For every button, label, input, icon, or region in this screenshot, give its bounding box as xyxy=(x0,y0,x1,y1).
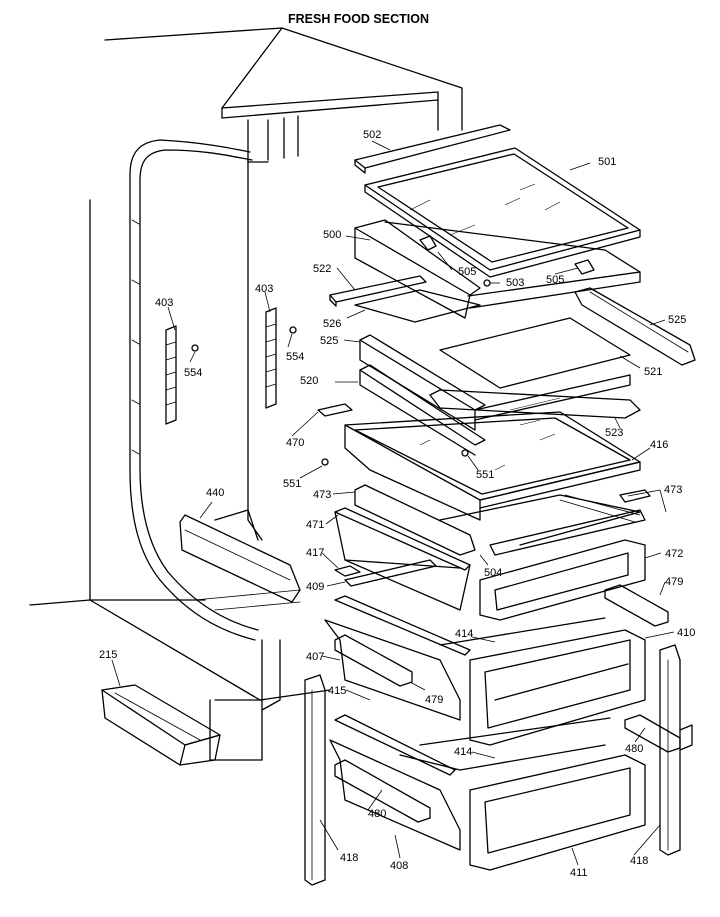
glass-shelf-416 xyxy=(344,411,641,521)
shelf-rail-502 xyxy=(354,124,511,174)
label-408: 408 xyxy=(390,860,408,872)
label-418a: 418 xyxy=(340,852,358,864)
label-480b: 480 xyxy=(625,743,643,755)
label-411: 411 xyxy=(570,867,588,879)
label-215: 215 xyxy=(99,649,117,661)
label-417: 417 xyxy=(306,547,324,559)
shelf-ladder-403-right xyxy=(265,307,277,409)
label-410: 410 xyxy=(677,627,695,639)
screw-554-left xyxy=(191,344,199,352)
label-414b: 414 xyxy=(454,746,472,758)
label-526: 526 xyxy=(323,318,341,330)
shelf-ladder-403-left xyxy=(165,325,177,425)
screw-551-right xyxy=(461,449,469,457)
label-415: 415 xyxy=(328,685,346,697)
part-labels: 502 501 500 505 503 505 522 525 526 525 … xyxy=(99,129,695,879)
bracket-470 xyxy=(317,403,353,417)
screw-551-left xyxy=(321,458,329,466)
label-473a: 473 xyxy=(313,489,331,501)
label-554a: 554 xyxy=(184,367,202,379)
slide-rail-479-right xyxy=(604,584,669,627)
label-480a: 480 xyxy=(368,808,386,820)
label-520: 520 xyxy=(300,375,318,387)
label-522: 522 xyxy=(313,263,331,275)
drawer-front-472 xyxy=(479,539,646,621)
label-500: 500 xyxy=(323,229,341,241)
label-503: 503 xyxy=(506,277,524,289)
label-403a: 403 xyxy=(155,297,173,309)
refrigerator-cabinet xyxy=(29,27,463,761)
storage-bin-215 xyxy=(101,684,221,766)
slide-rail-479-left xyxy=(334,634,413,687)
label-403b: 403 xyxy=(255,283,273,295)
label-407: 407 xyxy=(306,651,324,663)
side-support-418-left xyxy=(304,674,326,886)
label-525b: 525 xyxy=(320,335,338,347)
shelf-rail-522 xyxy=(329,275,427,307)
shelf-rail-525-right xyxy=(574,287,696,366)
crisper-cover-frame xyxy=(354,484,651,556)
label-521: 521 xyxy=(644,366,662,378)
label-504: 504 xyxy=(484,567,502,579)
drawer-411 xyxy=(329,714,646,871)
label-414a: 414 xyxy=(455,628,473,640)
screw-554-right xyxy=(289,326,297,334)
deflector-440 xyxy=(179,509,301,603)
label-505a: 505 xyxy=(458,266,476,278)
label-473b: 473 xyxy=(664,484,682,496)
rail-417 xyxy=(334,565,361,577)
label-479b: 479 xyxy=(425,694,443,706)
diagram-title: FRESH FOOD SECTION xyxy=(288,12,429,26)
slide-rail-480-left xyxy=(334,759,431,823)
label-505b: 505 xyxy=(546,274,564,286)
label-551a: 551 xyxy=(283,478,301,490)
shelf-frame-500 xyxy=(354,219,641,319)
drawer-410 xyxy=(324,595,646,746)
shelf-frame-520 xyxy=(359,317,641,456)
label-551b: 551 xyxy=(476,469,494,481)
label-416: 416 xyxy=(650,439,668,451)
label-471: 471 xyxy=(306,519,324,531)
side-support-418-right xyxy=(659,644,693,856)
label-479a: 479 xyxy=(665,576,683,588)
label-472: 472 xyxy=(665,548,683,560)
leader-lines xyxy=(111,140,675,866)
label-525a: 525 xyxy=(668,314,686,326)
label-440: 440 xyxy=(206,487,224,499)
label-409: 409 xyxy=(306,581,324,593)
label-502: 502 xyxy=(363,129,381,141)
glass-insert-526 xyxy=(354,289,481,323)
crisper-bin-471 xyxy=(334,507,471,611)
label-523: 523 xyxy=(605,427,623,439)
rail-409 xyxy=(344,559,437,587)
label-501: 501 xyxy=(598,156,616,168)
glass-shelf-501 xyxy=(364,147,641,278)
label-418b: 418 xyxy=(630,855,648,867)
label-470: 470 xyxy=(286,437,304,449)
label-554b: 554 xyxy=(286,351,304,363)
